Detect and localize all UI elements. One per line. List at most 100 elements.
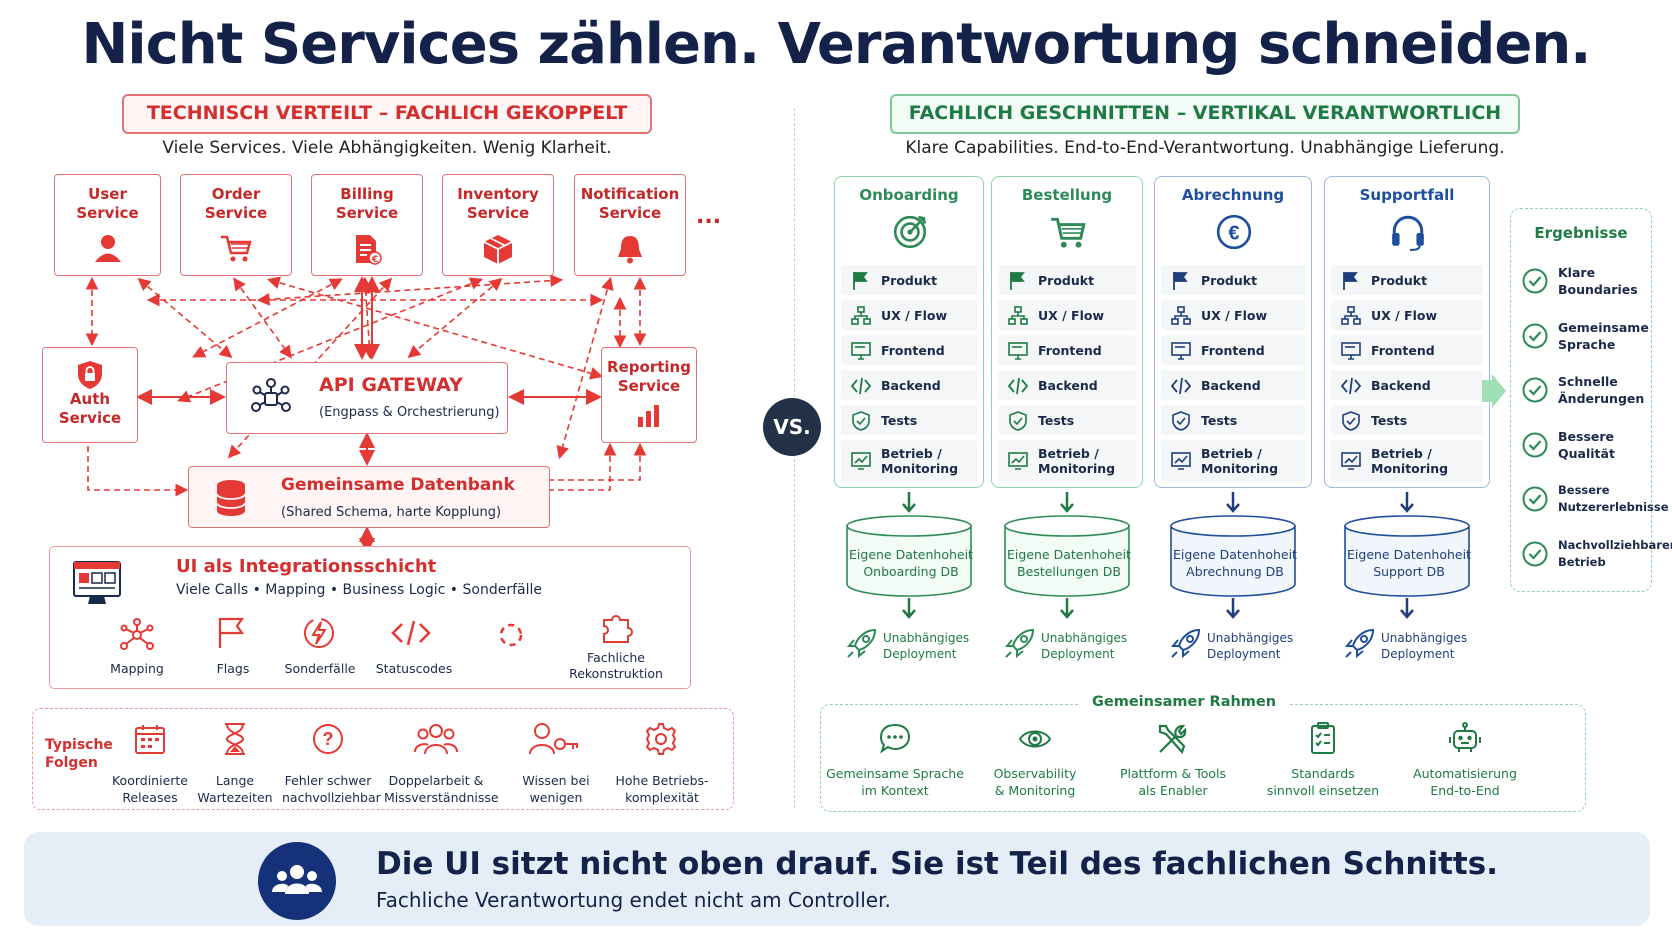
cap-backend: Backend [1161,370,1305,400]
cap-tests: Tests [998,405,1136,435]
cap-frontend-icon [1341,342,1361,360]
network-icon [120,618,154,650]
cap-produkt: Produkt [1161,265,1305,295]
cap-betrieb-monitoring-icon [1171,452,1191,470]
cap-tests-icon [1342,411,1360,431]
service-label-1: User [88,185,127,203]
cap-frontend: Frontend [841,335,977,365]
monitor-icon [73,561,121,604]
cap-frontend-icon [1171,342,1191,360]
right-subtitle: Klare Capabilities. End-to-End-Verantwor… [905,138,1505,158]
user-service: User Service [54,174,161,276]
shield-lock-icon [78,361,102,389]
consequence-item: Doppelarbeit &Missverständnisse [384,773,499,805]
puzzle-icon [603,615,633,643]
arrow-down-icon [1400,598,1414,619]
api-gateway: API GATEWAY (Engpass & Orchestrierung) [226,362,508,434]
cap-tests-icon [1172,411,1190,431]
cap-backend-icon [1008,377,1028,395]
person-key-icon [529,723,578,755]
rocket-icon [1344,628,1375,659]
hourglass-icon [225,723,245,755]
cap-betrieb-monitoring-icon [1341,452,1361,470]
cap-produkt: Produkt [1331,265,1483,295]
cap-produkt-icon [853,272,868,290]
cap-frontend: Frontend [998,335,1136,365]
cap-betrieb-monitoring: Betrieb /Monitoring [998,440,1136,482]
checklist-icon [1311,722,1335,754]
rocket-icon [1004,628,1035,659]
order-service: Order Service [180,174,292,276]
arrow-down-icon [1226,598,1240,619]
check-circle-icon [1522,486,1548,512]
arrow-down-icon [1400,492,1414,513]
consequence-item: Hohe Betriebs-komplexität [615,773,709,805]
consequences-box [32,708,734,810]
database-cylinder [846,515,972,597]
invoice-icon: € [356,235,382,265]
question-icon: ? [313,724,343,754]
database-cylinder [1344,515,1470,597]
gateway-subtitle: (Engpass & Orchestrierung) [319,405,500,420]
results-title: Ergebnisse [1534,224,1628,242]
cap-betrieb-monitoring: Betrieb /Monitoring [841,440,977,482]
cap-tests: Tests [1161,405,1305,435]
left-connections [85,274,647,554]
gateway-title: API GATEWAY [319,374,463,396]
service-label-2: Service [204,204,268,222]
bar-chart-icon [638,405,659,427]
cap-ux-flow-icon [851,306,871,325]
arrow-down-icon [1226,492,1240,513]
service-label-2: Service [598,204,662,222]
cap-frontend-icon [851,342,871,360]
cart-icon [1051,217,1086,248]
check-circle-icon [1522,541,1548,566]
team-icon [258,842,336,920]
svg-text:€: € [371,255,378,265]
column-title: Supportfall [1359,186,1455,204]
framework-item: Observability& Monitoring [993,766,1077,798]
arrow-right-icon [1482,374,1506,408]
database-cylinder [1004,515,1130,597]
cap-betrieb-monitoring: Betrieb /Monitoring [1161,440,1305,482]
cap-backend: Backend [998,370,1136,400]
vs-badge: VS. [763,398,821,456]
service-label-2: Service [335,204,399,222]
arrow-down-icon [1060,598,1074,619]
cap-tests-icon [852,411,870,431]
ui-item-mapping: Mapping [110,661,164,676]
database-icon [216,480,246,516]
footer-title: Die UI sitzt nicht oben drauf. Sie ist T… [376,846,1498,882]
cap-produkt-icon [1010,272,1025,290]
lightning-icon [304,618,334,648]
robot-icon [1449,722,1481,752]
spinner-icon [499,623,523,647]
page-title: Nicht Services zählen. Verantwortung sch… [81,12,1592,77]
cap-frontend-icon [1008,342,1028,360]
tools-icon [1158,724,1187,755]
rocket-icon [1170,628,1201,659]
service-label-2: Service [466,204,530,222]
cap-backend: Backend [841,370,977,400]
cap-ux-flow-icon [1341,306,1361,325]
ui-item-flags: Flags [216,661,250,676]
cap-tests: Tests [1331,405,1483,435]
ui-integration-layer [49,546,691,689]
